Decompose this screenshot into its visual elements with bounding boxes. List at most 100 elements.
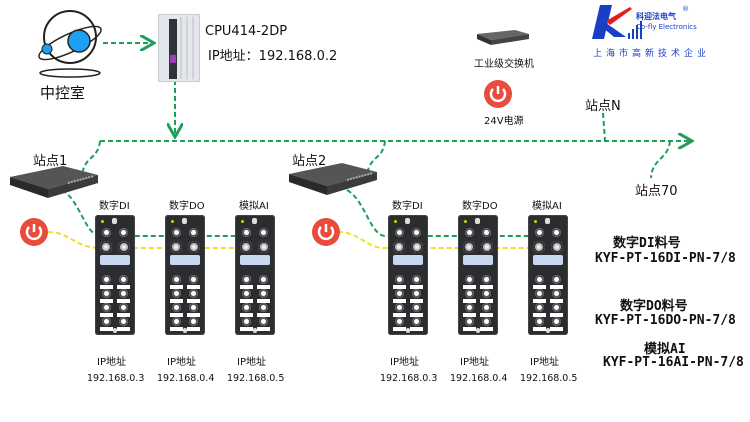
port-tag [187, 299, 200, 303]
module-ip-label: IP地址 [167, 357, 196, 368]
module-type-label: 数字DI [99, 201, 130, 212]
io-port [189, 275, 198, 284]
station2-to-module-link [346, 189, 540, 237]
power-port [170, 241, 182, 253]
cpu-ip-label: IP地址：192.168.0.2 [208, 49, 338, 64]
module-ip-address: 192.168.0.5 [227, 373, 285, 384]
io-module[interactable] [458, 215, 498, 335]
port-tag [170, 327, 183, 331]
ethernet-port [119, 228, 128, 237]
power-legend-icon [484, 80, 512, 108]
station-1-label: 站点1 [33, 154, 68, 169]
cpu-module [169, 19, 177, 79]
io-port [412, 303, 421, 312]
io-module[interactable] [388, 215, 428, 335]
io-module[interactable] [528, 215, 568, 335]
port-tag [187, 313, 200, 317]
io-module[interactable] [95, 215, 135, 335]
io-module[interactable] [235, 215, 275, 335]
io-port [395, 275, 404, 284]
ethernet-port [412, 228, 421, 237]
station-1-switch[interactable] [8, 163, 98, 199]
label-plate [393, 255, 423, 265]
io-port [102, 317, 111, 326]
io-port [535, 289, 544, 298]
port-tag [187, 327, 200, 331]
power-port [481, 241, 493, 253]
power-port [393, 241, 405, 253]
status-led [534, 220, 537, 223]
port-tag [100, 299, 113, 303]
io-module[interactable] [165, 215, 205, 335]
company-logo: 科迎法电气 ® Co-fly Electronics 上海市高新技术企业 [592, 3, 742, 59]
io-port [395, 317, 404, 326]
module-ip-label: IP地址 [460, 357, 489, 368]
port-tag [393, 327, 406, 331]
status-led [394, 220, 397, 223]
port-tag [170, 299, 183, 303]
module-ip-address: 192.168.0.3 [87, 373, 145, 384]
label-plate [170, 255, 200, 265]
mount-hole [405, 218, 410, 224]
port-tag [463, 327, 476, 331]
mount-hole [253, 328, 257, 333]
mount-hole [182, 218, 187, 224]
logo-company-cn: 科迎法电气 [636, 12, 676, 21]
port-tag [240, 313, 253, 317]
io-port [102, 303, 111, 312]
io-port [535, 303, 544, 312]
module-type-label: 模拟AI [239, 201, 269, 212]
port-tag [550, 299, 563, 303]
switch-legend-label: 工业级交换机 [474, 59, 534, 70]
port-tag [187, 285, 200, 289]
port-tag [410, 299, 423, 303]
port-tag [100, 285, 113, 289]
port-tag [410, 327, 423, 331]
status-led [241, 220, 244, 223]
io-port [412, 289, 421, 298]
cpu-model-label: CPU414-2DP [205, 24, 288, 39]
cpu-rack[interactable] [158, 14, 200, 82]
ethernet-port [535, 228, 544, 237]
io-port [465, 303, 474, 312]
station-70-label: 站点70 [635, 184, 678, 199]
port-tag [393, 285, 406, 289]
module-type-label: 数字DO [169, 201, 205, 212]
port-tag [550, 285, 563, 289]
port-tag [550, 313, 563, 317]
control-room-label: 中控室 [40, 84, 86, 102]
io-port [395, 289, 404, 298]
control-room[interactable]: 中控室 [30, 5, 110, 105]
io-port [552, 317, 561, 326]
port-tag [480, 299, 493, 303]
station-2-power-button[interactable] [312, 218, 340, 246]
power-port [551, 241, 563, 253]
station70-drop [650, 140, 671, 179]
port-tag [257, 327, 270, 331]
mount-hole [475, 218, 480, 224]
port-tag [117, 285, 130, 289]
station-1-power-button[interactable] [20, 218, 48, 246]
cpu-indicator [170, 55, 176, 63]
ethernet-port [102, 228, 111, 237]
module-type-label: 模拟AI [532, 201, 562, 212]
port-tag [257, 285, 270, 289]
port-tag [393, 313, 406, 317]
io-port [259, 303, 268, 312]
ethernet-port [465, 228, 474, 237]
power-port [118, 241, 130, 253]
status-led [101, 220, 104, 223]
module-ip-address: 192.168.0.4 [157, 373, 215, 384]
port-tag [463, 285, 476, 289]
module-ip-address: 192.168.0.5 [520, 373, 578, 384]
status-led [171, 220, 174, 223]
ethernet-port [552, 228, 561, 237]
io-port [242, 289, 251, 298]
module-type-label: 数字DI [392, 201, 423, 212]
label-plate [463, 255, 493, 265]
port-tag [533, 299, 546, 303]
module-ip-label: IP地址 [530, 357, 559, 368]
station-2-switch[interactable] [287, 160, 377, 196]
port-tag [533, 313, 546, 317]
port-tag [480, 327, 493, 331]
